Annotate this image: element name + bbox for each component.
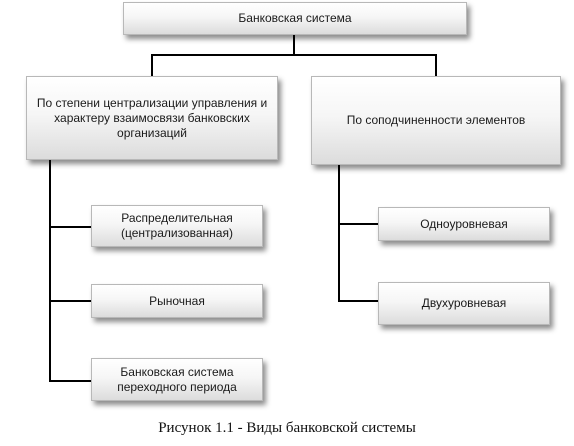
connector-to-right-category <box>435 54 437 76</box>
connector-right-trunk <box>338 165 340 302</box>
left-item-label: Рыночная <box>149 293 205 308</box>
connector-left-item-3 <box>49 380 91 382</box>
right-item-label: Двухуровневая <box>421 296 507 310</box>
root-node: Банковская система <box>123 2 467 35</box>
left-category-node: По степени централизации управления и ха… <box>26 76 278 160</box>
connector-root-horizontal <box>151 54 437 56</box>
right-category-node: По соподчиненности элементов <box>311 76 561 165</box>
connector-left-item-1 <box>49 226 91 228</box>
left-item-label: Распределительная (централизованная) <box>121 211 233 240</box>
left-item-transitional: Банковская система переходного периода <box>91 358 263 401</box>
connector-left-item-2 <box>49 300 91 302</box>
left-item-distributive: Распределительная (централизованная) <box>91 205 263 247</box>
left-item-market: Рыночная <box>91 284 263 318</box>
connector-root-down <box>293 35 295 55</box>
right-category-label: По соподчиненности элементов <box>346 113 526 127</box>
left-item-label: Банковская система переходного периода <box>117 364 237 394</box>
connector-right-item-1 <box>338 223 378 225</box>
right-item-two-level: Двухуровневая <box>378 282 550 325</box>
left-category-label: По степени централизации управления и ха… <box>36 95 268 140</box>
figure-caption: Рисунок 1.1 - Виды банковской системы <box>158 420 416 436</box>
root-node-label: Банковская система <box>238 11 352 25</box>
right-item-label: Одноуровневая <box>420 216 508 231</box>
right-item-single-level: Одноуровневая <box>378 207 550 241</box>
connector-right-item-2 <box>338 300 378 302</box>
connector-to-left-category <box>151 54 153 76</box>
connector-left-trunk <box>49 160 51 382</box>
